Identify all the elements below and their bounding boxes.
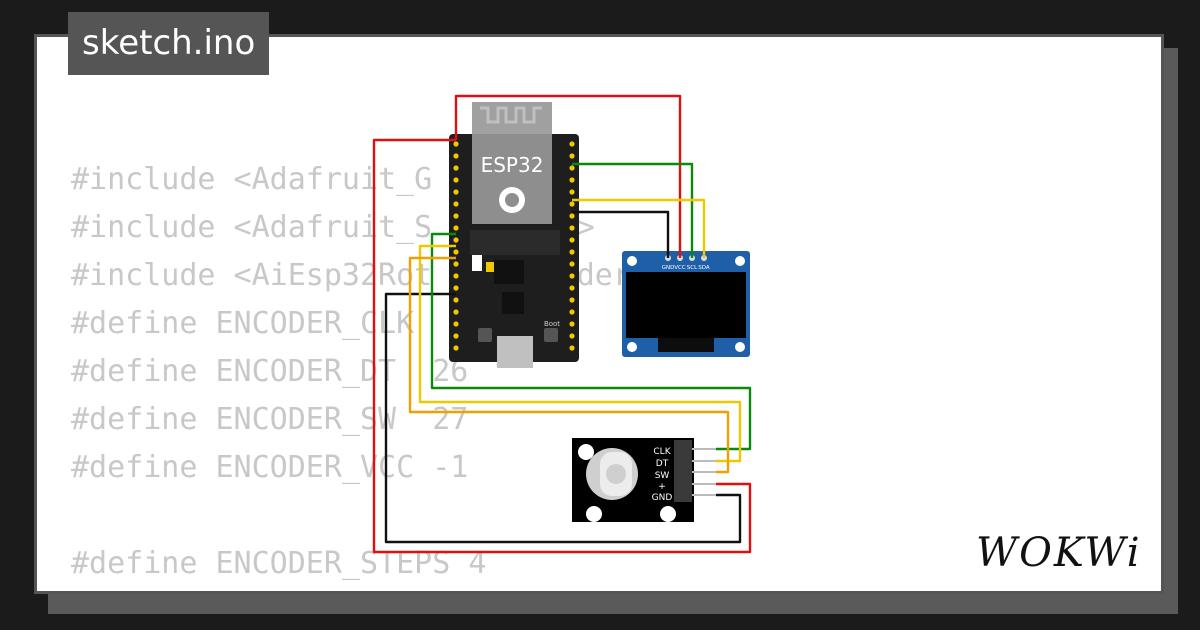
wire-red-oled-vcc xyxy=(454,94,682,258)
oled-pin-scl: SCL xyxy=(687,265,698,271)
oled-display[interactable]: GND VCC SCL SDA xyxy=(622,251,750,357)
wire-green-encoder-clk xyxy=(430,232,752,451)
preview-card: #include <Adafruit_G #include <Adafruit_S… xyxy=(34,34,1164,594)
code-line: #define ENCODER_SW 27 xyxy=(71,402,469,437)
esp32-pins-left xyxy=(453,141,459,351)
code-line: #include <Adafruit_G xyxy=(71,162,433,197)
usb-port xyxy=(497,336,533,368)
en-button[interactable] xyxy=(478,328,492,342)
rotary-encoder[interactable]: CLK DT SW + GND xyxy=(572,438,716,522)
boot-button[interactable] xyxy=(544,328,558,342)
wire-yellow-encoder-dt xyxy=(418,244,742,463)
esp32-label: ESP32 xyxy=(481,153,544,177)
boot-label: Boot xyxy=(544,320,560,328)
sketch-title: sketch.ino xyxy=(68,12,270,75)
encoder-pin-gnd: GND xyxy=(652,493,673,503)
code-line: #define ENCODER_VCC -1 xyxy=(71,450,469,485)
esp32-pins-right xyxy=(569,141,575,351)
oled-screen xyxy=(626,272,746,338)
oled-pin-sda: SDA xyxy=(698,265,710,271)
oled-pin-vcc: VCC xyxy=(674,265,686,271)
encoder-pin-clk: CLK xyxy=(653,447,671,457)
wire-yellow-oled-sda xyxy=(572,198,706,258)
code-line: #define ENCODER_STEPS 4 xyxy=(71,546,487,581)
wire-orange-encoder-sw xyxy=(408,256,730,474)
wire-red-encoder-vcc xyxy=(372,138,752,554)
encoder-pin-sw: SW xyxy=(655,471,670,481)
wires xyxy=(372,94,752,554)
code-background: #include <Adafruit_G #include <Adafruit_S… xyxy=(71,156,631,588)
code-line: #include <Adafruit_S h> xyxy=(71,210,595,245)
oled-pin-gnd: GND xyxy=(662,265,675,271)
code-line: #define ENCODER_CLK xyxy=(71,306,415,341)
wokwi-logo: WOKWi xyxy=(976,530,1142,576)
encoder-pin-dt: DT xyxy=(656,459,669,469)
wire-black-encoder-gnd xyxy=(384,292,742,544)
encoder-pin-plus: + xyxy=(658,482,666,492)
wire-black-oled-gnd xyxy=(572,210,670,258)
esp32-board[interactable]: ESP32 Boot xyxy=(449,102,579,368)
wire-green-oled-scl xyxy=(572,162,694,258)
code-line: #define ENCODER_DT 26 xyxy=(71,354,469,389)
wokwi-logo-text: WOKWi xyxy=(976,530,1142,576)
